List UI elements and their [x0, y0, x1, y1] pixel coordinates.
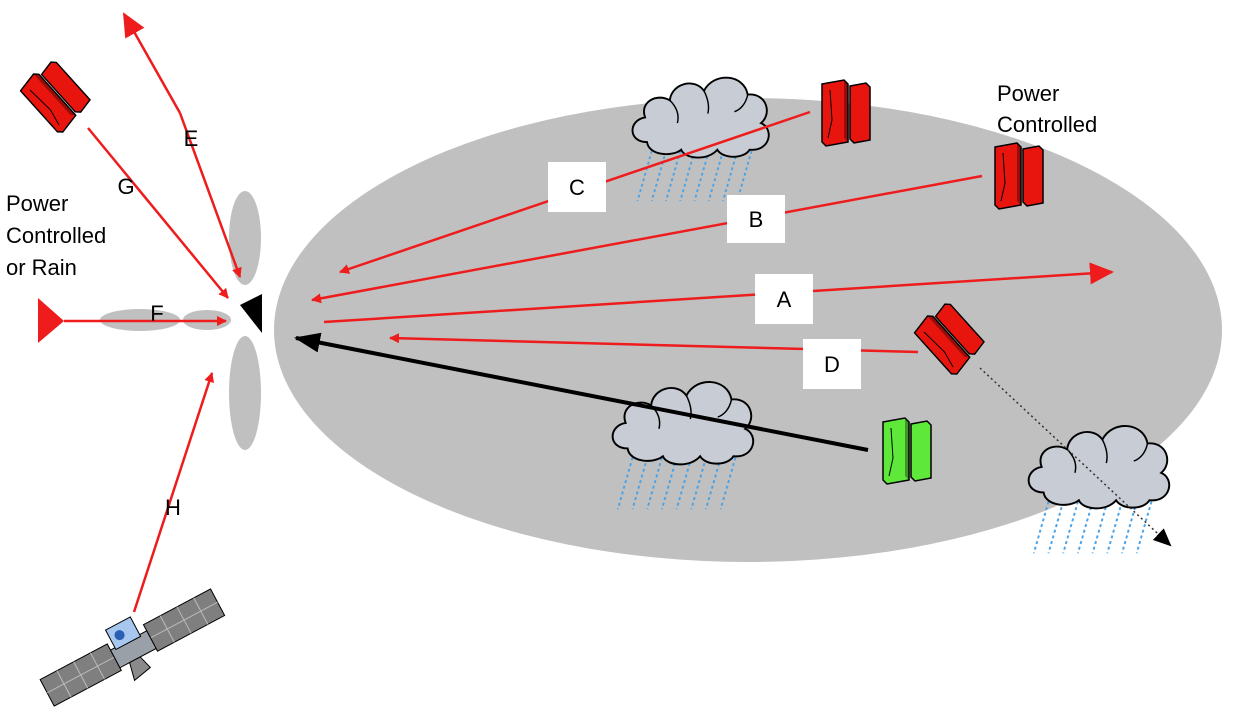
svg-text:D: D [824, 352, 840, 377]
label-E: E [184, 126, 199, 151]
terminal-icon [821, 79, 871, 147]
svg-text:A: A [777, 287, 792, 312]
wanted-link [294, 332, 869, 452]
interference-links [64, 12, 1114, 613]
svg-text:C: C [569, 175, 585, 200]
terminal-icon [994, 142, 1044, 210]
label-D: D [803, 339, 861, 389]
note-right-line1: Power [997, 81, 1059, 106]
svg-text:B: B [749, 207, 764, 232]
satellite-icon [39, 588, 226, 707]
label-F: F [150, 301, 163, 326]
note-left-line1: Power [6, 191, 68, 216]
label-B: B [727, 195, 785, 243]
terminal-icon [17, 56, 95, 136]
label-A: A [755, 274, 813, 324]
label-H: H [165, 495, 181, 520]
antenna-icon [240, 294, 262, 333]
note-right-line2: Controlled [997, 112, 1097, 137]
rain-scatter-path [979, 367, 1172, 547]
label-G: G [117, 174, 134, 199]
note-left-line3: or Rain [6, 255, 77, 280]
interferer-source-icon [38, 298, 64, 343]
label-C: C [548, 162, 606, 212]
terminal-icon [882, 417, 932, 485]
note-left-line2: Controlled [6, 223, 106, 248]
